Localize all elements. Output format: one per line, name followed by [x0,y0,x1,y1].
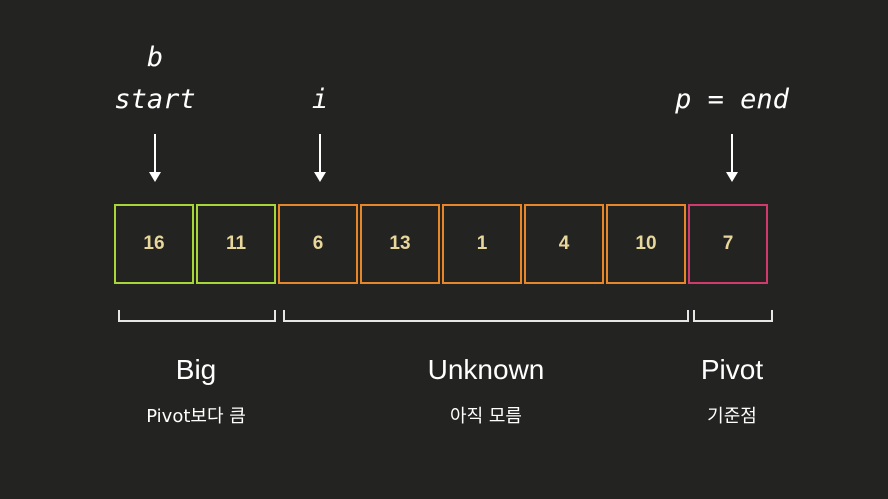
pointer-label-p-end: p = end [675,84,789,115]
pointer-label-start: start [114,84,196,115]
group-subtitle-unknown: 아직 모름 [450,406,522,427]
array-cell: 13 [360,204,440,284]
group-title-big: Big [175,354,217,385]
array-cell: 10 [606,204,686,284]
array-cell: 4 [524,204,604,284]
bracket-pivot [693,310,773,322]
array-cell: 6 [278,204,358,284]
arrow-i [314,134,326,182]
group-subtitle-pivot: 기준점 [707,406,757,427]
array-cell: 1 [442,204,522,284]
group-title-unknown: Unknown [427,354,545,385]
arrow-start [149,134,161,182]
group-subtitle-big: Pivot보다 큼 [146,406,246,427]
bracket-big [118,310,276,322]
array-cell: 7 [688,204,768,284]
bracket-unknown [283,310,689,322]
arrow-pivot [726,134,738,182]
pointer-label-b: b [146,42,164,73]
array-cell: 11 [196,204,276,284]
pointer-label-i: i [311,84,329,115]
array-cell: 16 [114,204,194,284]
group-title-pivot: Pivot [700,354,764,385]
